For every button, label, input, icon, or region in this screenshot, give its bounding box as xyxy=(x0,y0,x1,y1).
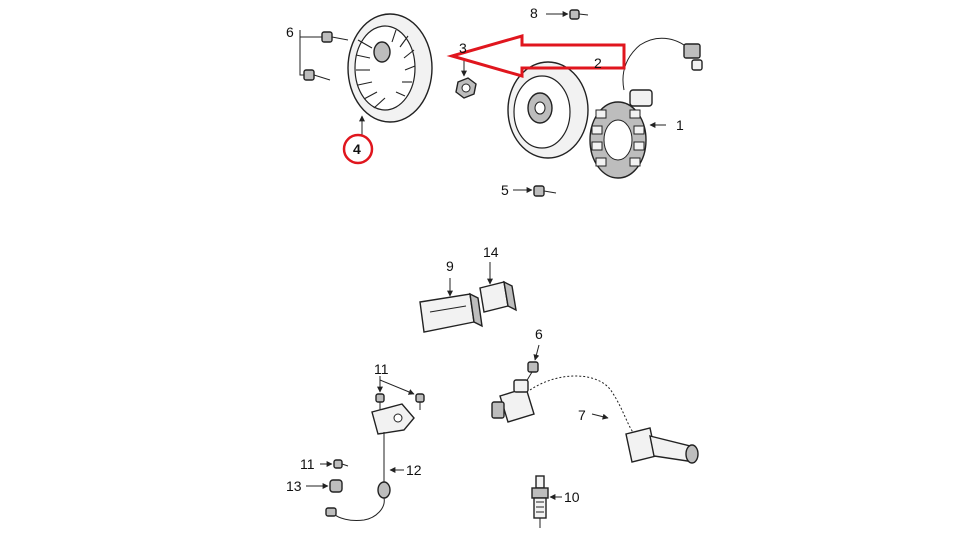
spark-plug-cap xyxy=(625,427,699,464)
label-part-14: 14 xyxy=(483,244,499,260)
bolt-8 xyxy=(569,9,589,20)
leader-6-upper xyxy=(299,30,304,76)
cdi-unit xyxy=(419,292,483,333)
bolt-5 xyxy=(533,185,557,197)
pulser-bracket xyxy=(325,403,415,521)
label-part-2: 2 xyxy=(594,55,602,71)
label-part-1: 1 xyxy=(676,117,684,133)
ignition-coil xyxy=(491,379,535,423)
stator-wire-harness xyxy=(622,37,691,91)
leader-7 xyxy=(591,413,609,420)
label-part-3: 3 xyxy=(459,40,467,56)
label-part-10: 10 xyxy=(564,489,580,505)
screw-11-left xyxy=(375,393,385,410)
regulator-relay xyxy=(479,280,517,313)
stator-connector xyxy=(683,43,703,71)
label-part-13: 13 xyxy=(286,478,302,494)
spark-plug xyxy=(531,475,549,528)
screw-11-lower xyxy=(333,459,349,469)
flywheel-rotor xyxy=(507,61,589,159)
label-part-12: 12 xyxy=(406,462,422,478)
ignition-lead xyxy=(529,375,637,437)
label-part-9: 9 xyxy=(446,258,454,274)
stator xyxy=(589,89,653,179)
label-part-7: 7 xyxy=(578,407,586,423)
bolt-6-lower xyxy=(525,361,539,383)
label-part-8: 8 xyxy=(530,5,538,21)
highlight-circle xyxy=(342,133,374,165)
screw-11-right xyxy=(415,393,425,410)
label-part-11-lower: 11 xyxy=(300,456,315,472)
fan-bolt-upper xyxy=(321,31,349,43)
grommet-13 xyxy=(329,479,343,493)
leader-11-upper-branch xyxy=(379,379,415,395)
label-part-4: 4 xyxy=(353,141,361,157)
leader-6-lower xyxy=(533,344,540,361)
flywheel-nut xyxy=(455,77,477,99)
cooling-fan xyxy=(347,13,433,123)
fan-bolt-lower xyxy=(303,69,331,81)
label-part-6-upper: 6 xyxy=(286,24,294,40)
label-part-6-lower: 6 xyxy=(535,326,543,342)
label-part-11-upper: 11 xyxy=(374,361,389,377)
highlight-arrow xyxy=(446,34,626,78)
label-part-5: 5 xyxy=(501,182,509,198)
